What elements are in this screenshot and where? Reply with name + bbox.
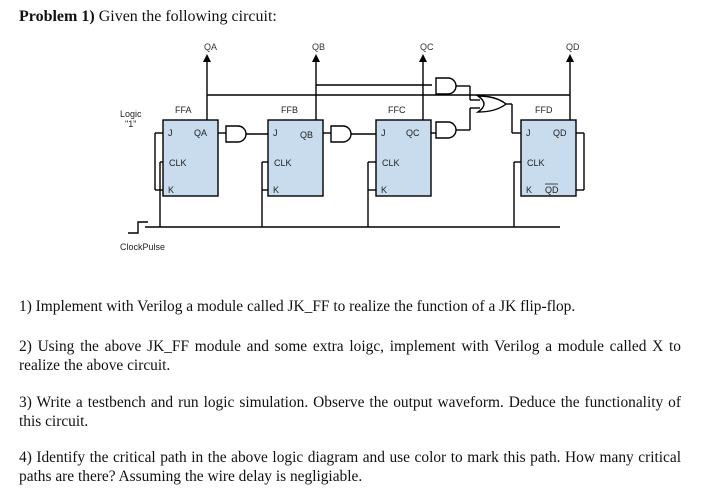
question-2: 2) Using the above JK_FF module and some… [19, 338, 681, 374]
ffa-clk: CLK [169, 158, 187, 168]
ffd-q: QD [553, 128, 567, 138]
ffb-j: J [273, 128, 278, 138]
ffc-j: J [381, 128, 386, 138]
clockpulse-label: ClockPulse [120, 242, 165, 252]
circuit-diagram: QA QB QC QD Logic "1" FFA FFB FFC FFD J … [120, 42, 585, 252]
logic-label: Logic [120, 109, 142, 119]
ffb-k: K [273, 185, 279, 195]
ffd-k: K [526, 185, 532, 195]
problem-text: Given the following circuit: [94, 8, 277, 25]
problem-heading: Problem 1) Given the following circuit: [19, 8, 277, 26]
ffc-q: QC [406, 128, 420, 138]
question-1: 1) Implement with Verilog a module calle… [19, 298, 576, 315]
logic-value: "1" [125, 119, 136, 129]
ffb-clk: CLK [274, 158, 292, 168]
question-3: 3) Write a testbench and run logic simul… [19, 394, 681, 430]
ffb-q: QB [300, 130, 313, 140]
problem-label: Problem 1) [19, 8, 95, 25]
ffd-name: FFD [535, 105, 553, 115]
ffa-box [162, 119, 219, 197]
question-4: 4) Identify the critical path in the abo… [19, 449, 681, 485]
ffd-j: J [526, 128, 531, 138]
ffc-name: FFC [388, 105, 406, 115]
ffa-k: K [168, 185, 174, 195]
ffb-name: FFB [281, 105, 298, 115]
qc-output-label: QC [420, 42, 434, 52]
ffd-box [520, 119, 577, 197]
qd-output-label: QD [566, 42, 580, 52]
qb-output-label: QB [312, 42, 325, 52]
ffa-q: QA [194, 128, 207, 138]
ffb-box [267, 119, 324, 197]
ffc-clk: CLK [382, 158, 400, 168]
qa-output-label: QA [204, 42, 217, 52]
ffc-box [375, 119, 432, 197]
ffa-j: J [168, 128, 173, 138]
ffd-clk: CLK [527, 158, 545, 168]
ffa-name: FFA [175, 105, 192, 115]
ffd-qbar: QD [545, 185, 559, 195]
ffc-k: K [381, 185, 387, 195]
